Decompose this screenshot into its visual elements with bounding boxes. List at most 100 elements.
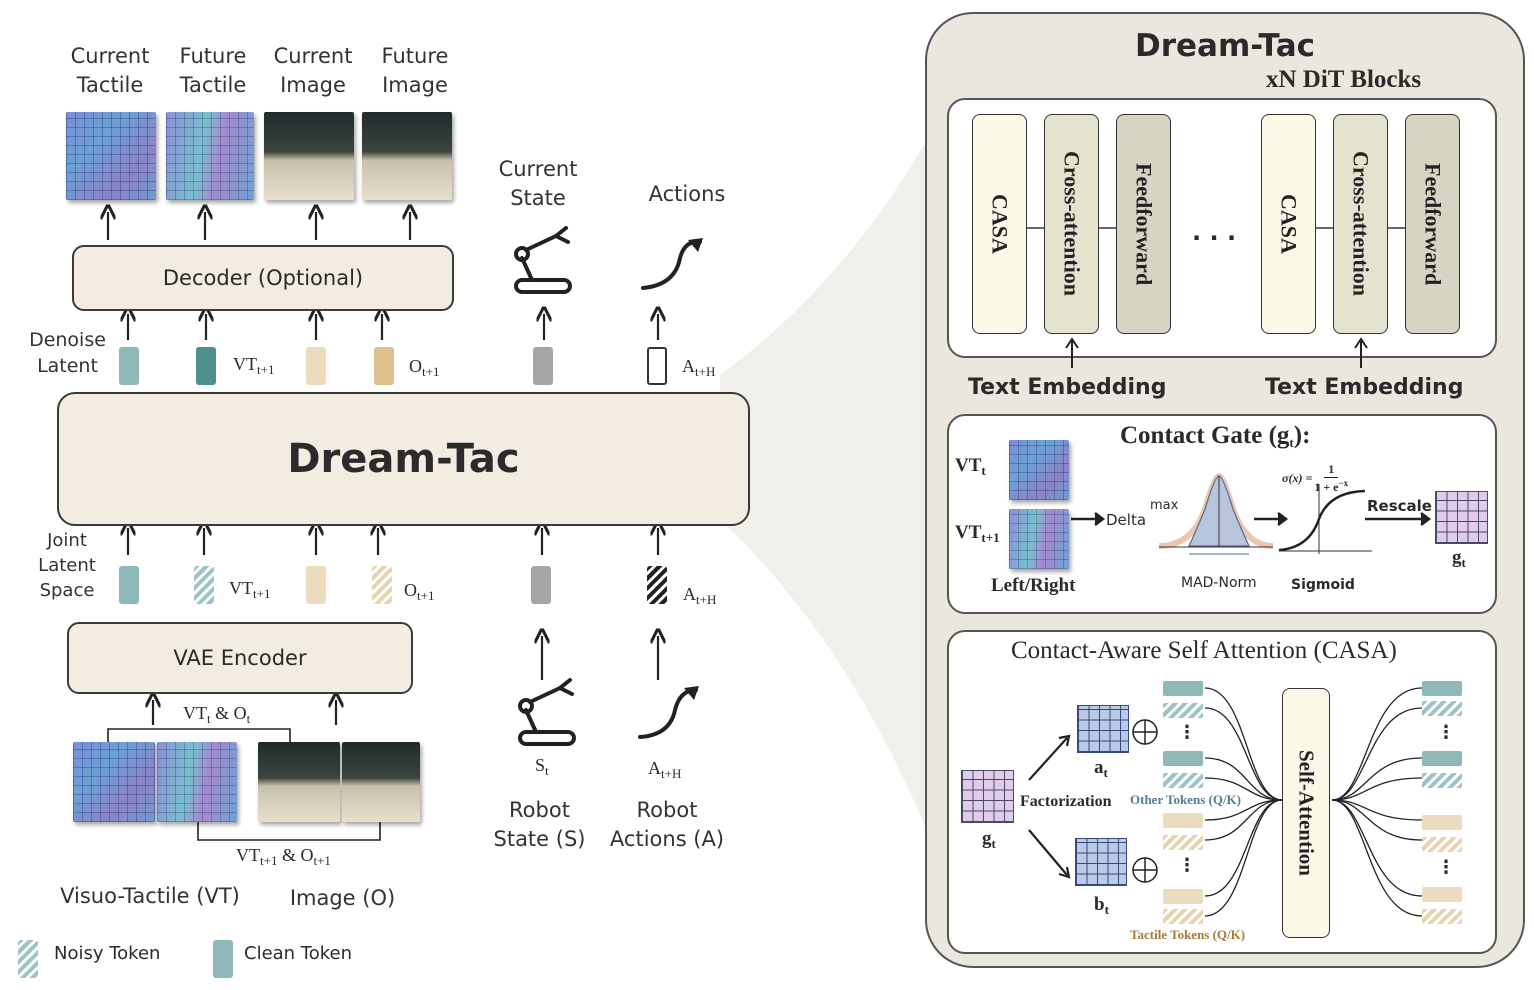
rescale-label: Rescale [1367, 497, 1432, 515]
casa-g-input [961, 770, 1014, 823]
vdots-3: ⋮ [1437, 722, 1455, 743]
casa-g-label: gt [982, 828, 996, 851]
vae-encoder-label: VAE Encoder [173, 646, 307, 670]
o-t1-input-label: Ot+1 [404, 580, 435, 603]
out-other-token-4 [1422, 773, 1462, 788]
future-tactile-label: Future Tactile [179, 44, 247, 97]
vdots-4: ⋮ [1437, 857, 1455, 878]
feedforward-block-1: Feedforward [1116, 114, 1171, 334]
dream-tac-main-block: Dream-Tac [57, 392, 750, 526]
vt-t1-input-label: VTt+1 [229, 578, 271, 601]
a-th-action-label: At+H [648, 758, 682, 781]
legend-noisy-label: Noisy Token [54, 943, 161, 964]
visuo-tactile-label: Visuo-Tactile (VT) [60, 884, 240, 908]
delta-label: Delta [1106, 511, 1147, 529]
ellipsis: · · · [1192, 224, 1237, 252]
b-t-grid [1075, 838, 1127, 886]
casa-block-2: CASA [1261, 114, 1316, 334]
noisy-image-token [372, 566, 392, 604]
robot-state-label: Robot State (S) [493, 798, 586, 851]
robot-arm-icon [514, 226, 572, 294]
input-tactile-future [157, 742, 237, 822]
input-tactile-current [73, 742, 155, 822]
other-token-4 [1163, 773, 1203, 788]
out-other-token-3 [1422, 751, 1462, 766]
gate-tactile-t [1009, 440, 1069, 500]
state-token [533, 347, 553, 385]
a-th-input-label: At+H [683, 584, 717, 607]
actions-label: Actions [648, 182, 726, 206]
current-tactile-label: Current Tactile [70, 44, 150, 97]
left-right-label: Left/Right [991, 575, 1076, 596]
robot-actions-label: Robot Actions (A) [609, 798, 725, 851]
gate-grid-output [1435, 491, 1488, 544]
out-tactile-token-1 [1422, 815, 1462, 830]
other-token-1 [1163, 681, 1203, 696]
casa-block-1: CASA [972, 114, 1027, 334]
vae-encoder-block: VAE Encoder [67, 622, 413, 694]
out-tactile-token-2 [1422, 837, 1462, 852]
robot-arm-state-icon [512, 228, 574, 296]
feedforward-block-2: Feedforward [1405, 114, 1460, 334]
s-t-label: St [535, 755, 549, 778]
action-trajectory-icon [640, 236, 706, 292]
clean-image-token [306, 347, 326, 385]
a-t-grid [1077, 705, 1129, 753]
decoder-block: Decoder (Optional) [72, 245, 454, 311]
contact-gate-title: Contact Gate (gt): [1120, 422, 1311, 450]
vt-t-o-t-label: VTt & Ot [180, 703, 254, 727]
left-arrows [0, 0, 703, 841]
sigmoid-formula: σ(x) = 1 1 + e−x [1282, 462, 1349, 494]
denoised-image-token [374, 347, 394, 385]
dit-blocks-label: xN DiT Blocks [1266, 66, 1422, 93]
input-image-current [258, 742, 340, 822]
vdots-1: ⋮ [1178, 722, 1196, 743]
noisy-tactile-token [194, 566, 214, 604]
dream-tac-main-label: Dream-Tac [287, 436, 520, 482]
clean-tactile-token [119, 347, 139, 385]
panel-title: Dream-Tac [1134, 28, 1316, 64]
vt-t1-gate-label: VTt+1 [955, 522, 1000, 545]
tactile-token-1 [1163, 813, 1203, 828]
current-state-label: Current State [498, 157, 578, 210]
cross-attention-block-1: Cross-attention [1044, 114, 1099, 334]
current-image-label: Current Image [273, 44, 353, 97]
joint-latent-label: Joint Latent Space [38, 530, 96, 601]
o-t1-label: Ot+1 [409, 356, 440, 379]
other-token-3 [1163, 751, 1203, 766]
action-trajectory-input-icon [636, 684, 702, 740]
factorization-label: Factorization [1020, 793, 1112, 810]
a-th-label: At+H [682, 356, 716, 379]
current-tactile-image [66, 112, 156, 200]
dit-connectors [1027, 227, 1405, 368]
gate-tactile-t1 [1009, 509, 1069, 569]
input-image-future [342, 742, 420, 822]
out-other-token-2 [1422, 701, 1462, 716]
out-tactile-token-3 [1422, 887, 1462, 902]
self-attention-block: Self-Attention [1282, 688, 1330, 938]
vdots-2: ⋮ [1178, 855, 1196, 876]
denoised-tactile-token [196, 347, 216, 385]
out-tactile-token-4 [1422, 909, 1462, 924]
contact-gate-graphics [1071, 472, 1432, 555]
denoised-action-token [647, 347, 667, 385]
a-t-label: at [1094, 757, 1108, 780]
legend-clean-label: Clean Token [244, 943, 353, 964]
tactile-tokens-label: Tactile Tokens (Q/K) [1130, 927, 1246, 942]
casa-graphics [1028, 687, 1423, 917]
robot-arm-input-icon [516, 680, 578, 748]
legend-clean-swatch [213, 940, 233, 978]
vt-t1-label: VTt+1 [233, 354, 275, 377]
gate-g-output-label: gt [1452, 547, 1466, 570]
vt-t-gate-label: VTt [955, 455, 986, 478]
future-camera-image [362, 112, 452, 200]
current-camera-image [264, 112, 354, 200]
denoise-latent-label: Denoise Latent [29, 329, 106, 377]
future-image-label: Future Image [381, 44, 449, 97]
joint-state-token [531, 566, 551, 604]
tactile-token-2 [1163, 835, 1203, 850]
max-label: max [1150, 498, 1179, 513]
other-tokens-label: Other Tokens (Q/K) [1130, 792, 1242, 807]
vt-t1-o-t1-label: VTt+1 & Ot+1 [236, 845, 331, 868]
casa-title: Contact-Aware Self Attention (CASA) [1011, 637, 1397, 664]
